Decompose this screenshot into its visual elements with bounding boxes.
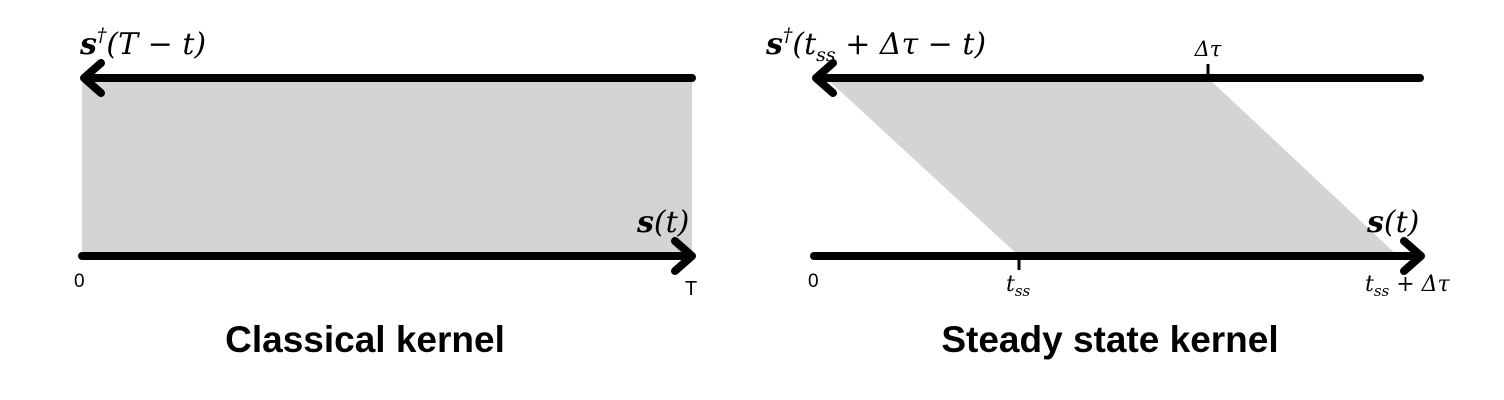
t-ss-label: tss bbox=[1006, 272, 1031, 300]
axis-start-label: 0 bbox=[808, 271, 819, 292]
steady-state-shaded-region bbox=[826, 78, 1398, 256]
adjoint-arrow-head bbox=[80, 59, 105, 97]
classical-shaded-region bbox=[82, 78, 692, 256]
adjoint-signal-label: s†(T − t) bbox=[79, 24, 206, 62]
forward-signal-label: s(t) bbox=[1366, 205, 1419, 240]
axis-end-label: T bbox=[685, 278, 697, 300]
axis-start-label: 0 bbox=[74, 271, 85, 292]
adjoint-arrow-head bbox=[812, 59, 837, 97]
forward-signal-label: s(t) bbox=[636, 205, 689, 240]
classical-kernel-panel: s†(T − t) s(t) 0 T Classical kernel bbox=[74, 24, 697, 360]
axis-end-label: tss + Δτ bbox=[1365, 272, 1451, 300]
classical-kernel-title: Classical kernel bbox=[225, 319, 505, 360]
steady-state-kernel-title: Steady state kernel bbox=[941, 319, 1278, 360]
steady-state-kernel-panel: s†(tss + Δτ − t) s(t) Δτ 0 tss tss + Δτ … bbox=[765, 24, 1451, 360]
forward-arrow-head bbox=[1400, 237, 1425, 275]
forward-arrow-head bbox=[671, 237, 696, 275]
delta-tau-label: Δτ bbox=[1194, 37, 1222, 61]
adjoint-signal-label: s†(tss + Δτ − t) bbox=[765, 24, 986, 66]
